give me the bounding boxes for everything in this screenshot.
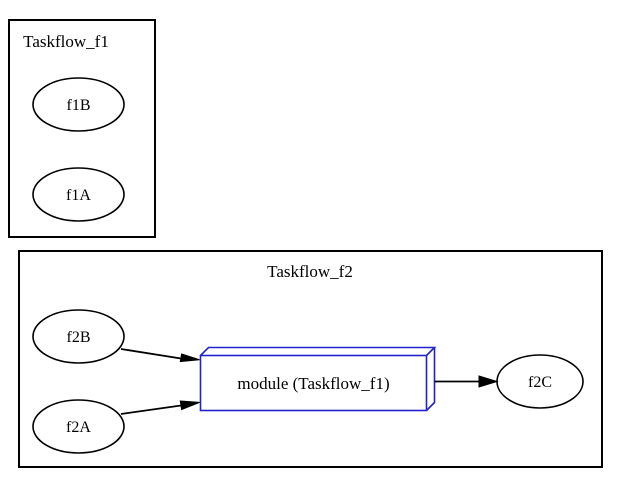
node-module-top-face <box>199 346 437 357</box>
node-f1B-shape[interactable] <box>32 77 125 132</box>
node-f1B-label: f1B <box>67 97 91 114</box>
edge-module-to-f2C <box>434 375 499 388</box>
edge-f2B-to-module <box>120 348 200 363</box>
edge-f2A-to-module-arrowhead <box>179 400 200 411</box>
node-f1A[interactable]: f1A <box>32 167 125 222</box>
edge-f2B-to-module-line <box>120 348 182 360</box>
edge-f2B-to-module-arrowhead <box>179 353 200 363</box>
node-f2B-label: f2B <box>67 329 91 346</box>
node-f1A-label: f1A <box>66 187 91 204</box>
cluster-taskflow-f1: Taskflow_f1 f1B f1A <box>8 19 156 238</box>
node-f2A[interactable]: f2A <box>32 399 125 454</box>
node-f2B-shape[interactable] <box>32 309 125 364</box>
edge-f2A-to-module <box>120 400 200 415</box>
node-f2C-label: f2C <box>528 374 552 391</box>
node-module-front-face[interactable] <box>199 354 428 412</box>
node-f2B[interactable]: f2B <box>32 309 125 364</box>
edge-f2A-to-module-line <box>120 404 182 415</box>
node-module-label: module (Taskflow_f1) <box>237 374 389 393</box>
cluster-taskflow-f2-label: Taskflow_f2 <box>267 262 353 281</box>
node-module-right-face <box>425 347 436 412</box>
node-module[interactable]: module (Taskflow_f1) <box>199 346 437 412</box>
node-f2C[interactable]: f2C <box>496 354 584 409</box>
node-f1A-shape[interactable] <box>32 167 125 222</box>
edge-module-to-f2C-arrowhead <box>478 375 499 388</box>
node-f2A-shape[interactable] <box>32 399 125 454</box>
cluster-taskflow-f1-label: Taskflow_f1 <box>23 32 109 51</box>
node-f2A-label: f2A <box>66 419 91 436</box>
node-f1B[interactable]: f1B <box>32 77 125 132</box>
cluster-taskflow-f2: Taskflow_f2 f2B f2A module (Taskflow_f1) <box>18 250 603 468</box>
